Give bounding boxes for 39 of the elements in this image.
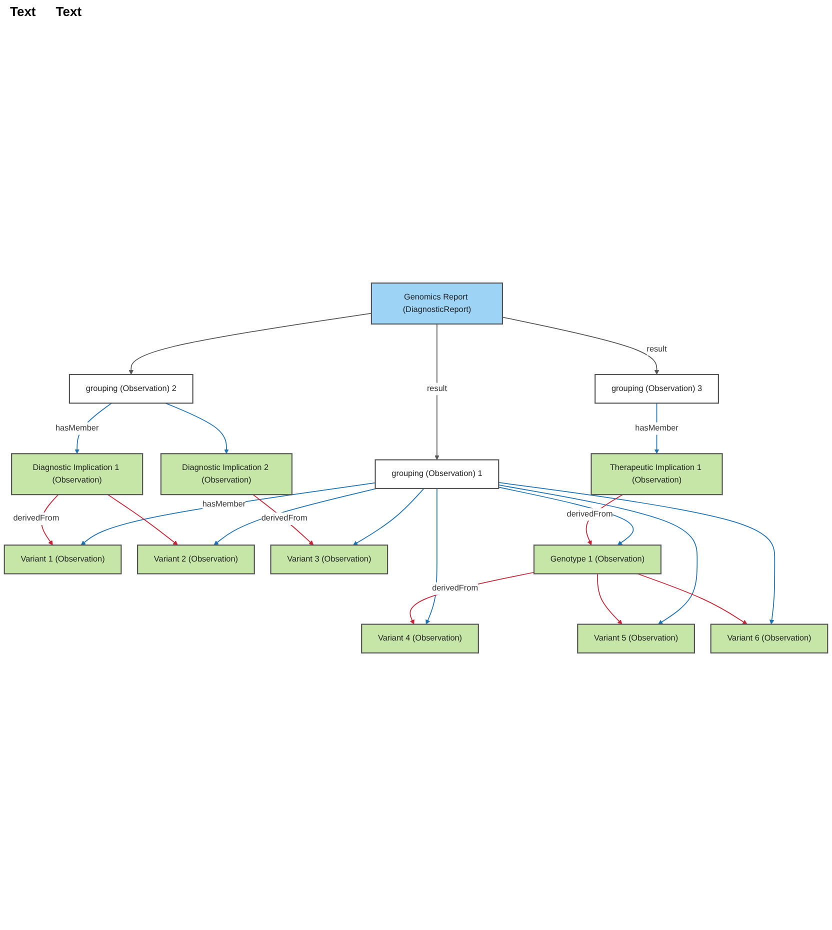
- edge-label: result: [646, 344, 667, 354]
- node-box: Variant 1 (Observation): [4, 544, 122, 574]
- arrow: [128, 312, 372, 375]
- text-label: Text: [10, 4, 36, 19]
- edge-label: derivedFrom: [261, 514, 308, 523]
- arrow: [498, 484, 698, 624]
- arrow: [165, 402, 229, 454]
- arrow: [352, 488, 424, 546]
- arrow: [80, 482, 376, 546]
- edge-label: hasMember: [635, 423, 678, 433]
- edge-label: hasMember: [202, 499, 246, 508]
- node-box: Therapeutic Implication 1 (Observation): [590, 453, 723, 496]
- node-box: Variant 6 (Observation): [710, 624, 828, 654]
- arrow: [597, 573, 622, 624]
- node-box: Variant 4 (Observation): [361, 624, 479, 654]
- arrow: [502, 316, 660, 375]
- node-box: Diagnostic Implication 2 (Observation): [160, 453, 292, 496]
- edge-label: hasMember: [55, 423, 99, 433]
- node-box: Variant 5 (Observation): [577, 624, 695, 654]
- text-label: Text: [56, 4, 82, 19]
- node-box: Diagnostic Implication 1 (Observation): [11, 453, 144, 496]
- node-box: grouping (Observation) 2: [68, 374, 194, 404]
- node-box: grouping (Observation) 1: [374, 459, 500, 490]
- arrow: [637, 573, 748, 624]
- edge-label: result: [426, 384, 447, 394]
- node-box: Variant 2 (Observation): [137, 544, 255, 574]
- node-box: Variant 3 (Observation): [270, 544, 388, 574]
- node-box: Genomics Report (DiagnosticReport): [370, 282, 504, 325]
- arrow: [107, 494, 178, 546]
- arrow: [252, 494, 314, 546]
- node-box: grouping (Observation) 3: [594, 374, 719, 404]
- edge-label: derivedFrom: [13, 514, 60, 523]
- edge-label: derivedFrom: [566, 509, 613, 519]
- arrow: [426, 488, 438, 624]
- node-box: Genotype 1 (Observation): [533, 544, 662, 574]
- arrow: [498, 482, 776, 624]
- arrow: [434, 324, 440, 460]
- edge-label: derivedFrom: [432, 583, 478, 593]
- arrow: [410, 572, 534, 624]
